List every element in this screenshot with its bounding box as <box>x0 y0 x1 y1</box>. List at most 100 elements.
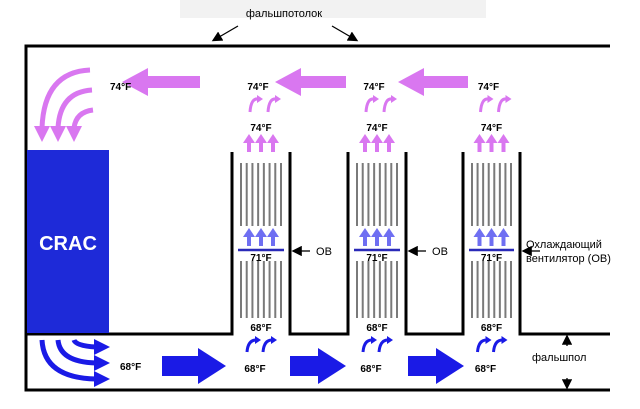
temp-rack-return: 74°F <box>247 82 268 93</box>
cold-intake-curve <box>377 338 389 353</box>
up-flow-shaft <box>489 142 494 152</box>
cold-intake-curve <box>476 338 487 353</box>
up-flow-head <box>371 134 383 143</box>
cold-intake-curve <box>261 338 273 353</box>
hot-air-arrow <box>122 68 200 96</box>
up-flow-shaft <box>271 236 275 246</box>
temp-floor-label: 68°F <box>120 362 141 373</box>
ceiling-label-band <box>180 0 486 18</box>
cold-intake-curve <box>361 338 373 353</box>
cold-intake-head <box>255 336 261 344</box>
up-flow-head <box>497 134 510 143</box>
cold-intake-curve <box>492 338 503 353</box>
server-rack: 74°F 74°F 71°F 68°F 68°F ОВ <box>238 82 332 375</box>
room-outline <box>24 44 610 392</box>
up-flow-shaft <box>501 142 506 152</box>
up-flow-shaft <box>477 142 482 152</box>
up-flow-shaft <box>363 142 367 152</box>
temp-rack-bottom: 68°F <box>250 323 271 334</box>
temp-floor-under: 68°F <box>360 364 381 375</box>
up-flow-head <box>359 134 371 143</box>
floor-label: фальшпол <box>532 352 586 364</box>
server-rack: 74°F 74°F 71°F 68°F 68°F <box>469 82 540 375</box>
up-flow-shaft <box>489 236 494 246</box>
cold-air-arrow <box>290 348 346 384</box>
fan-label-line1: Охлаждающий <box>526 239 602 251</box>
hot-exhaust-head <box>275 95 281 103</box>
up-flow-shaft <box>501 236 506 246</box>
temp-rack-top: 74°F <box>250 123 271 134</box>
up-flow-shaft <box>259 236 263 246</box>
temp-rack-bottom: 68°F <box>366 323 387 334</box>
hot-air-return-arrows <box>122 68 468 96</box>
hot-air-arrow <box>275 68 346 96</box>
up-flow-shaft <box>259 142 263 152</box>
crac-output-arrows <box>39 338 97 382</box>
hot-exhaust-head <box>487 95 494 103</box>
fan-label-line2: вентилятор (ОВ) <box>526 253 611 265</box>
cold-intake-head <box>371 336 377 344</box>
hot-exhaust-head <box>373 95 379 103</box>
hot-exhaust-head <box>257 95 263 103</box>
up-flow-shaft <box>247 142 251 152</box>
temp-return-label: 74°F <box>110 82 131 93</box>
hot-exhaust-curve <box>479 97 489 113</box>
cold-intake-head <box>387 336 393 344</box>
up-flow-shaft <box>375 236 379 246</box>
up-flow-head <box>359 228 371 237</box>
fan-ov-label: ОВ <box>316 246 332 258</box>
up-flow-head <box>255 134 267 143</box>
up-flow-head <box>267 228 279 237</box>
up-flow-head <box>267 134 279 143</box>
up-flow-head <box>243 228 255 237</box>
up-flow-shaft <box>375 142 379 152</box>
hot-exhaust-head <box>505 95 512 103</box>
crac-intake-arrows <box>39 67 94 129</box>
crac-label: CRAC <box>39 233 97 255</box>
cold-intake-head <box>271 336 277 344</box>
temp-rack-top: 74°F <box>481 123 502 134</box>
up-flow-head <box>497 228 510 237</box>
temp-rack-bottom: 68°F <box>481 323 502 334</box>
temp-rack-return: 74°F <box>478 82 499 93</box>
up-flow-shaft <box>387 142 391 152</box>
temp-rack-top: 74°F <box>366 123 387 134</box>
hot-exhaust-curve <box>382 97 393 113</box>
up-flow-shaft <box>247 236 251 246</box>
up-flow-head <box>243 134 255 143</box>
up-flow-head <box>485 134 498 143</box>
up-flow-head <box>473 228 486 237</box>
temp-floor-under: 68°F <box>244 364 265 375</box>
up-flow-head <box>371 228 383 237</box>
cold-intake-head <box>485 336 492 344</box>
hot-exhaust-curve <box>266 97 277 113</box>
hot-exhaust-head <box>391 95 397 103</box>
cold-air-arrow <box>162 348 226 384</box>
up-flow-head <box>473 134 486 143</box>
temp-rack-mid: 71°F <box>481 253 502 264</box>
up-flow-head <box>255 228 267 237</box>
crac-intake-heads <box>34 126 82 142</box>
up-flow-shaft <box>271 142 275 152</box>
server-rack: 74°F 74°F 71°F 68°F 68°F ОВ <box>354 82 448 375</box>
up-flow-head <box>485 228 498 237</box>
crac-unit <box>27 150 109 333</box>
hot-exhaust-curve <box>364 97 375 113</box>
cold-air-arrow <box>408 348 464 384</box>
temp-rack-mid: 71°F <box>250 253 271 264</box>
hot-exhaust-curve <box>248 97 259 113</box>
ceiling-label: фальшпотолок <box>246 8 322 20</box>
fan-ov-label: ОВ <box>432 246 448 258</box>
temp-rack-mid: 71°F <box>366 253 387 264</box>
underfloor-cold-arrows <box>162 348 464 384</box>
cold-intake-curve <box>245 338 257 353</box>
hot-air-arrow <box>398 68 468 96</box>
crac-output-heads <box>94 339 110 387</box>
up-flow-head <box>383 134 395 143</box>
up-flow-shaft <box>387 236 391 246</box>
up-flow-shaft <box>363 236 367 246</box>
temp-floor-under: 68°F <box>475 364 496 375</box>
up-flow-shaft <box>477 236 482 246</box>
temp-rack-return: 74°F <box>363 82 384 93</box>
